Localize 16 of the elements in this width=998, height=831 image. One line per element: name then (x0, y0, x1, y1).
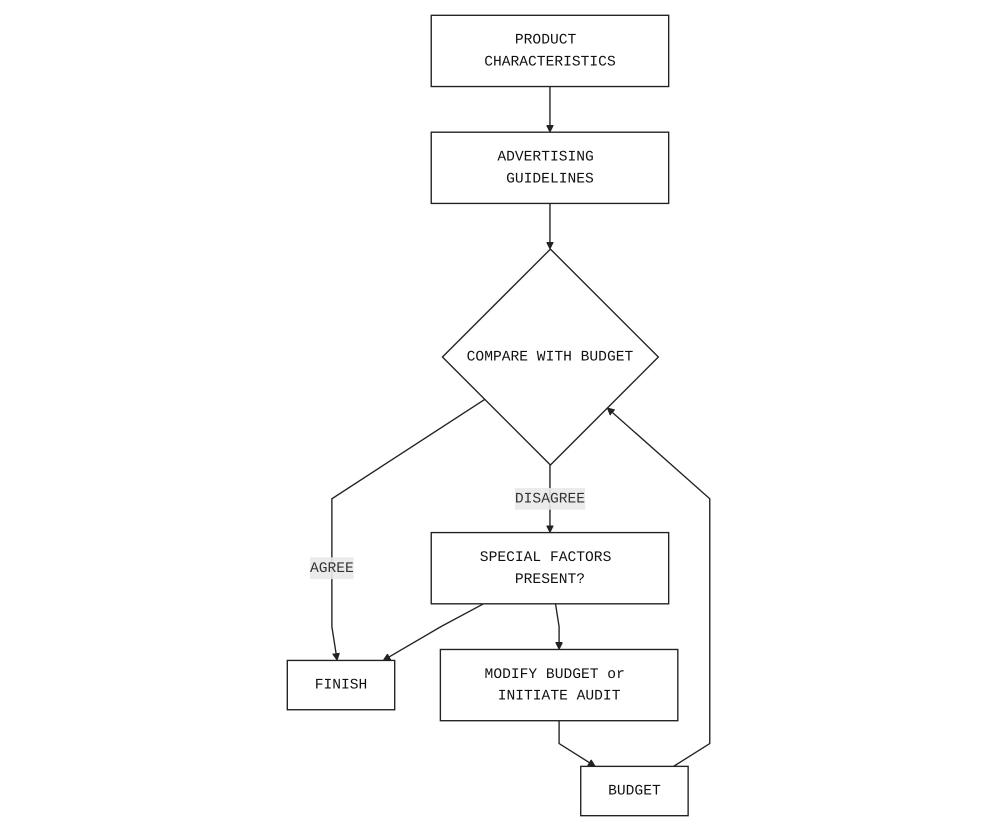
node-box: MODIFY BUDGET or INITIATE AUDIT (440, 648, 679, 722)
arrow (546, 203, 554, 250)
node-box: PRODUCT CHARACTERISTICS (431, 14, 670, 88)
arrow (383, 603, 484, 661)
arrow (546, 86, 554, 133)
node-box: ADVERTISING GUIDELINES (431, 132, 670, 204)
node-diamond: COMPARE WITH BUDGET (442, 248, 660, 466)
arrow (332, 399, 486, 661)
arrow (555, 604, 564, 650)
arrow (607, 407, 711, 767)
arrow (558, 720, 596, 767)
node-box: BUDGET (580, 766, 690, 816)
node-box: FINISH (287, 660, 396, 710)
edge-label: AGREE (310, 560, 354, 576)
edge-label: DISAGREE (515, 490, 586, 508)
node-box: SPECIAL FACTORS PRESENT? (431, 532, 670, 604)
